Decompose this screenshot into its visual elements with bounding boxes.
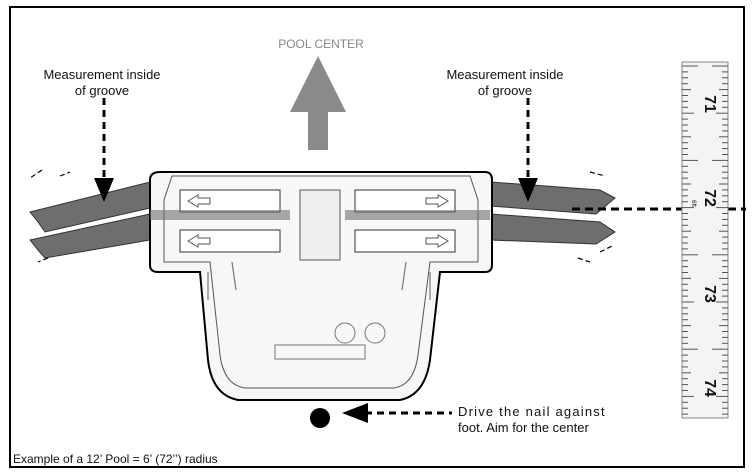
- tape-number-73: 73: [700, 285, 718, 303]
- bottom-plate: [149, 171, 493, 401]
- left-measure-arrow: [94, 98, 114, 202]
- tape-measure: [681, 61, 729, 419]
- tape-number-74: 74: [700, 379, 718, 397]
- nail-note-line1: Drive the nail against: [458, 404, 606, 419]
- left-note-line2: of groove: [74, 83, 130, 98]
- right-measure-arrow: [518, 98, 538, 202]
- left-note-line1: Measurement inside: [43, 67, 161, 82]
- left-measurement-note: Measurement inside of groove: [32, 67, 172, 99]
- right-note-line1: Measurement inside: [446, 67, 564, 82]
- tape-number-71: 71: [700, 95, 718, 113]
- right-measurement-note: Measurement inside of groove: [435, 67, 575, 99]
- pool-center-label: POOL CENTER: [278, 37, 364, 51]
- right-note-line2: of groove: [477, 83, 533, 98]
- nail-note: Drive the nail against foot. Aim for the…: [458, 404, 688, 436]
- right-track: [489, 171, 616, 263]
- pool-center-arrow: [290, 56, 346, 150]
- tape-unit-mark: 6ft: [689, 200, 696, 207]
- caption: Example of a 12’ Pool = 6’ (72’’) radius: [13, 452, 218, 466]
- diagram-frame: [9, 6, 745, 468]
- slot-arrows: [187, 194, 449, 248]
- tape-number-72: 72: [700, 189, 718, 207]
- nail: [310, 408, 330, 428]
- nail-note-line2: foot. Aim for the center: [458, 420, 589, 435]
- nail-arrow: [342, 403, 452, 423]
- left-track: [29, 169, 151, 263]
